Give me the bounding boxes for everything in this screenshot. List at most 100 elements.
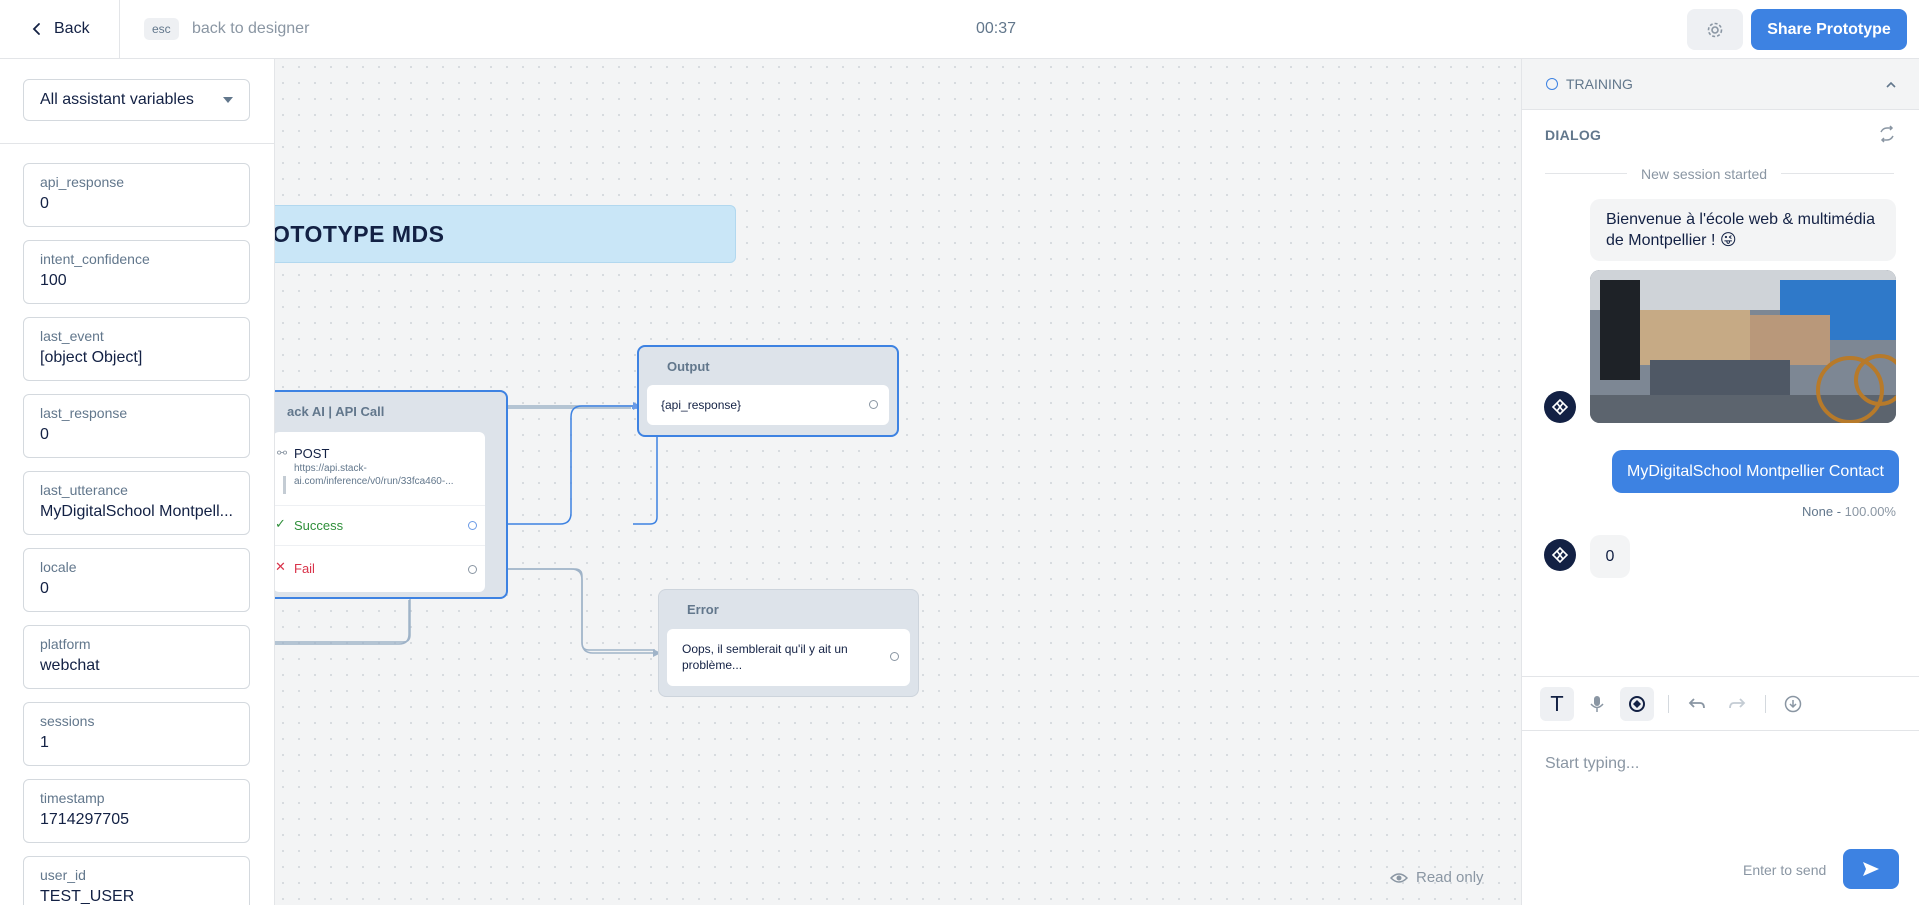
variable-name: last_response [40, 405, 128, 421]
divider [1765, 695, 1766, 713]
variables-filter-select[interactable]: All assistant variables [23, 79, 250, 121]
user-message: MyDigitalSchool Montpellier Contact [1612, 450, 1899, 493]
voice-mode-button[interactable] [1580, 687, 1614, 721]
variable-value: 0 [40, 195, 49, 212]
divider [275, 505, 485, 506]
divider [275, 545, 485, 546]
x-icon: ✕ [275, 559, 286, 574]
api-url: https://api.stack-ai.com/inference/v0/ru… [294, 463, 454, 487]
variable-card[interactable]: api_response 0 [23, 163, 250, 227]
variable-value: 1714297705 [40, 811, 129, 828]
variable-name: platform [40, 636, 91, 652]
assistant-image-message[interactable] [1590, 270, 1896, 423]
text-icon: T [1550, 692, 1564, 716]
variable-card[interactable]: intent_confidence 100 [23, 240, 250, 304]
esc-hint: back to designer [192, 20, 310, 37]
variable-value: 0 [40, 426, 49, 443]
variable-card[interactable]: last_response 0 [23, 394, 250, 458]
output-port[interactable] [869, 400, 878, 409]
variable-value: 0 [40, 580, 49, 597]
variables-panel: All assistant variables api_response 0 i… [0, 59, 275, 905]
assistant-avatar [1544, 539, 1576, 571]
gear-icon [1707, 22, 1723, 37]
api-method: POST [294, 446, 330, 461]
refresh-icon[interactable] [1878, 125, 1896, 143]
error-node-title: Error [687, 602, 719, 617]
share-prototype-button[interactable]: Share Prototype [1751, 9, 1907, 50]
microphone-icon [1590, 696, 1604, 712]
flow-canvas[interactable]: OTOTYPE MDS ack AI | API Call ⚯ POST htt… [275, 59, 1521, 905]
variable-name: user_id [40, 867, 86, 883]
variable-name: locale [40, 559, 77, 575]
variable-name: last_utterance [40, 482, 128, 498]
undo-button[interactable] [1680, 687, 1714, 721]
output-node-body: {api_response} [647, 385, 889, 425]
success-port[interactable] [468, 521, 477, 530]
chevron-up-icon[interactable] [1885, 79, 1897, 91]
divider [1668, 695, 1669, 713]
settings-button[interactable] [1687, 9, 1743, 50]
variable-value: [object Object] [40, 349, 143, 366]
enter-to-send-hint: Enter to send [1743, 862, 1827, 878]
confidence-value: 100.00% [1844, 504, 1896, 519]
download-button[interactable] [1776, 687, 1810, 721]
variable-name: last_event [40, 328, 104, 344]
variable-name: sessions [40, 713, 95, 729]
variable-card[interactable]: last_event [object Object] [23, 317, 250, 381]
training-label: TRAINING [1566, 76, 1633, 92]
redo-icon [1729, 698, 1746, 709]
output-node[interactable]: Output {api_response} [637, 345, 899, 437]
variable-card[interactable]: locale 0 [23, 548, 250, 612]
caret-down-icon [223, 97, 233, 103]
variable-card[interactable]: last_utterance MyDigitalSchool Montpell.… [23, 471, 250, 535]
divider [119, 0, 120, 59]
api-url-bar [283, 476, 286, 494]
variable-card[interactable]: platform webchat [23, 625, 250, 689]
variable-value: 1 [40, 734, 49, 751]
assistant-message: 0 [1590, 535, 1630, 578]
office-photo [1590, 270, 1896, 423]
esc-key-badge: esc [144, 18, 179, 40]
intent-confidence: None - 100.00% [1802, 504, 1896, 519]
variable-name: intent_confidence [40, 251, 150, 267]
fail-port[interactable] [468, 565, 477, 574]
error-node[interactable]: Error Oops, il semblerait qu'il y ait un… [658, 589, 919, 697]
download-icon [1784, 695, 1802, 713]
api-node-title: ack AI | API Call [287, 404, 385, 419]
error-port[interactable] [890, 652, 899, 661]
variable-card[interactable]: sessions 1 [23, 702, 250, 766]
variables-filter-label: All assistant variables [40, 91, 194, 108]
divider [0, 143, 274, 144]
canvas-title-block[interactable]: OTOTYPE MDS [275, 205, 736, 263]
send-button[interactable] [1843, 849, 1899, 889]
variable-value: webchat [40, 657, 100, 674]
session-started-text: New session started [1627, 166, 1782, 182]
error-node-body: Oops, il semblerait qu'il y ait un probl… [667, 629, 910, 686]
check-icon: ✓ [275, 516, 286, 531]
success-path-label: Success [294, 518, 344, 533]
error-text: Oops, il semblerait qu'il y ait un probl… [682, 642, 848, 672]
training-header[interactable]: TRAINING [1522, 59, 1919, 110]
input-toolbar: T [1522, 676, 1919, 731]
undo-icon [1688, 698, 1705, 709]
variable-card[interactable]: user_id TEST_USER [23, 856, 250, 905]
assistant-icon [1629, 696, 1645, 712]
read-only-indicator: Read only [1390, 869, 1484, 886]
session-timer: 00:37 [976, 20, 1017, 37]
assistant-mode-button[interactable] [1620, 687, 1654, 721]
back-button[interactable]: Back [30, 16, 90, 42]
eye-icon [1390, 872, 1408, 883]
redo-button[interactable] [1720, 687, 1754, 721]
api-call-node[interactable]: ack AI | API Call ⚯ POST https://api.sta… [275, 390, 508, 599]
variable-value: MyDigitalSchool Montpell... [40, 503, 233, 520]
intent-name: None - [1802, 504, 1842, 519]
send-icon [1863, 862, 1879, 876]
variable-card[interactable]: timestamp 1714297705 [23, 779, 250, 843]
message-input[interactable]: Start typing... [1545, 755, 1640, 772]
dialog-panel: TRAINING DIALOG New session started Bien… [1521, 59, 1919, 905]
text-mode-button[interactable]: T [1540, 687, 1574, 721]
assistant-logo-icon [1551, 398, 1569, 416]
link-icon: ⚯ [277, 446, 288, 460]
variable-name: api_response [40, 174, 125, 190]
status-dot-icon [1546, 78, 1558, 90]
